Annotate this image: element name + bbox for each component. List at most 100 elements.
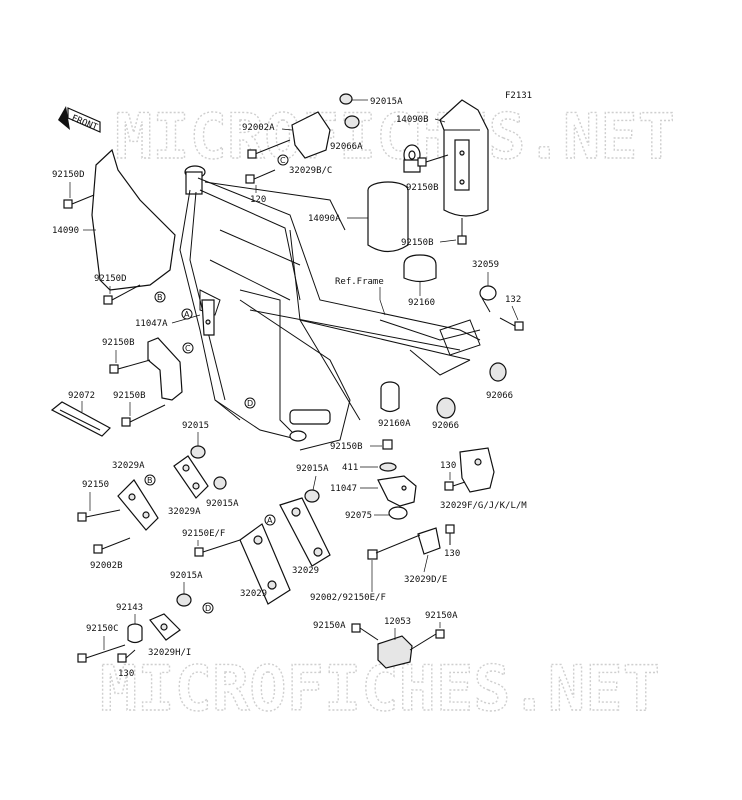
label-92150A-1: 92150A [313, 621, 346, 631]
callout-C-left: C [182, 342, 194, 354]
nut-92015A-m [213, 476, 227, 490]
main-frame [179, 165, 481, 451]
bolt-92150A-1 [351, 623, 379, 641]
watermark-bottom: MICROFICHES.NET [100, 652, 660, 725]
svg-text:C: C [185, 344, 191, 353]
label-92150A-2: 92150A [425, 611, 458, 621]
label-130-r: 130 [440, 461, 456, 471]
bolt-92150 [77, 492, 121, 522]
bracket-11047 [360, 475, 417, 507]
callout-D-bottom: D [202, 602, 214, 614]
damper-12053 [377, 628, 413, 669]
label-14090B: 14090B [396, 115, 429, 125]
bolt-92150C [77, 636, 126, 663]
label-92002B: 92002B [90, 561, 123, 571]
watermark-top: MICROFICHES.NET [115, 100, 675, 173]
plate-32029A-2 [173, 455, 209, 499]
bolt-92002B [93, 537, 131, 554]
label-92150B-l1: 92150B [102, 338, 135, 348]
figure-code: F2131 [505, 91, 532, 101]
label-132: 132 [505, 295, 521, 305]
bolt-92150B-r1 [417, 154, 449, 167]
bolt-120 [245, 169, 276, 184]
svg-text:A: A [184, 310, 190, 319]
svg-text:B: B [157, 293, 163, 302]
label-32029DE: 32029D/E [404, 575, 447, 585]
grommet-92075 [374, 506, 408, 520]
bolt-92150B-l2 [121, 402, 166, 427]
label-92002-92150EF: 92002/92150E/F [310, 593, 386, 603]
label-92066-right: 92066 [486, 391, 513, 401]
svg-text:D: D [247, 399, 253, 408]
label-92150D-1: 92150D [52, 170, 85, 180]
bolt-130-r [444, 472, 466, 491]
part-bracket-32029BC [291, 111, 331, 159]
label-92150D-2: 92150D [94, 274, 127, 284]
plate-32029-right [279, 497, 331, 567]
collar-92143 [127, 614, 143, 644]
washer-411 [360, 462, 397, 472]
callout-B-left: B [154, 291, 166, 303]
svg-text:A: A [267, 516, 273, 525]
bolt-92150B-c [370, 439, 393, 450]
label-92075: 92075 [345, 511, 372, 521]
label-92150EF: 92150E/F [182, 529, 225, 539]
callout-B-bottom: B [144, 474, 156, 486]
label-92002A: 92002A [242, 123, 275, 133]
label-92015: 92015 [182, 421, 209, 431]
cover-14090A [367, 144, 421, 253]
label-92015A-top: 92015A [370, 97, 403, 107]
label-14090: 14090 [52, 226, 79, 236]
bolt-92150B-l1 [109, 350, 151, 374]
nut-92015A-b [176, 582, 192, 607]
bracket-11047A [201, 299, 215, 336]
label-32059: 32059 [472, 260, 499, 270]
label-92143: 92143 [116, 603, 143, 613]
collar-92160A [380, 381, 400, 413]
label-32029-2: 32029 [292, 566, 319, 576]
nut-92015A-r [304, 475, 320, 503]
label-11047A: 11047A [135, 319, 168, 329]
bracket-32029DE [417, 527, 441, 555]
cover-14090B [439, 99, 489, 217]
svg-text:C: C [280, 156, 286, 165]
label-92066A: 92066A [330, 142, 363, 152]
bolt-92150D-1 [63, 182, 95, 209]
bolt-92150D-2 [103, 284, 141, 305]
nut-92066A [344, 115, 360, 129]
label-92150B-r2: 92150B [401, 238, 434, 248]
label-92150B-c: 92150B [330, 442, 363, 452]
label-14090A: 14090A [308, 214, 341, 224]
label-92160A: 92160A [378, 419, 411, 429]
label-130-r2: 130 [444, 549, 460, 559]
grommet-92066-mid [436, 397, 456, 419]
grommet-92066-right [489, 362, 507, 382]
front-arrow-icon: FRONT [58, 106, 101, 133]
bolt-92150A-2 [409, 622, 445, 651]
label-92150B-r1: 92150B [406, 183, 439, 193]
label-11047: 11047 [330, 484, 357, 494]
label-92150C: 92150C [86, 624, 119, 634]
bolt-92150EF [194, 539, 241, 557]
bolt-92150B-r2 [457, 218, 467, 245]
label-92160: 92160 [408, 298, 435, 308]
plate-32029A-1 [117, 479, 159, 531]
label-32029A-1: 32029A [112, 461, 145, 471]
callout-C-top: C [277, 154, 289, 166]
bolt-130-b [117, 649, 136, 663]
callout-A-bottom: A [264, 514, 276, 526]
bolt-92002-92150EF [367, 534, 421, 560]
cap-92160 [403, 254, 437, 283]
bolt-130-r2 [445, 524, 455, 545]
nut-92015 [190, 432, 206, 459]
svg-text:B: B [147, 476, 153, 485]
ref-frame-label: Ref.Frame [335, 277, 384, 287]
bracket-left-middle [147, 337, 183, 401]
bracket-32029HI [149, 613, 181, 641]
label-130-b: 130 [118, 669, 134, 679]
bracket-32029FGJKLM [459, 447, 495, 493]
strap-92072 [50, 401, 111, 437]
label-92015A-b: 92015A [170, 571, 203, 581]
label-92150: 92150 [82, 480, 109, 490]
